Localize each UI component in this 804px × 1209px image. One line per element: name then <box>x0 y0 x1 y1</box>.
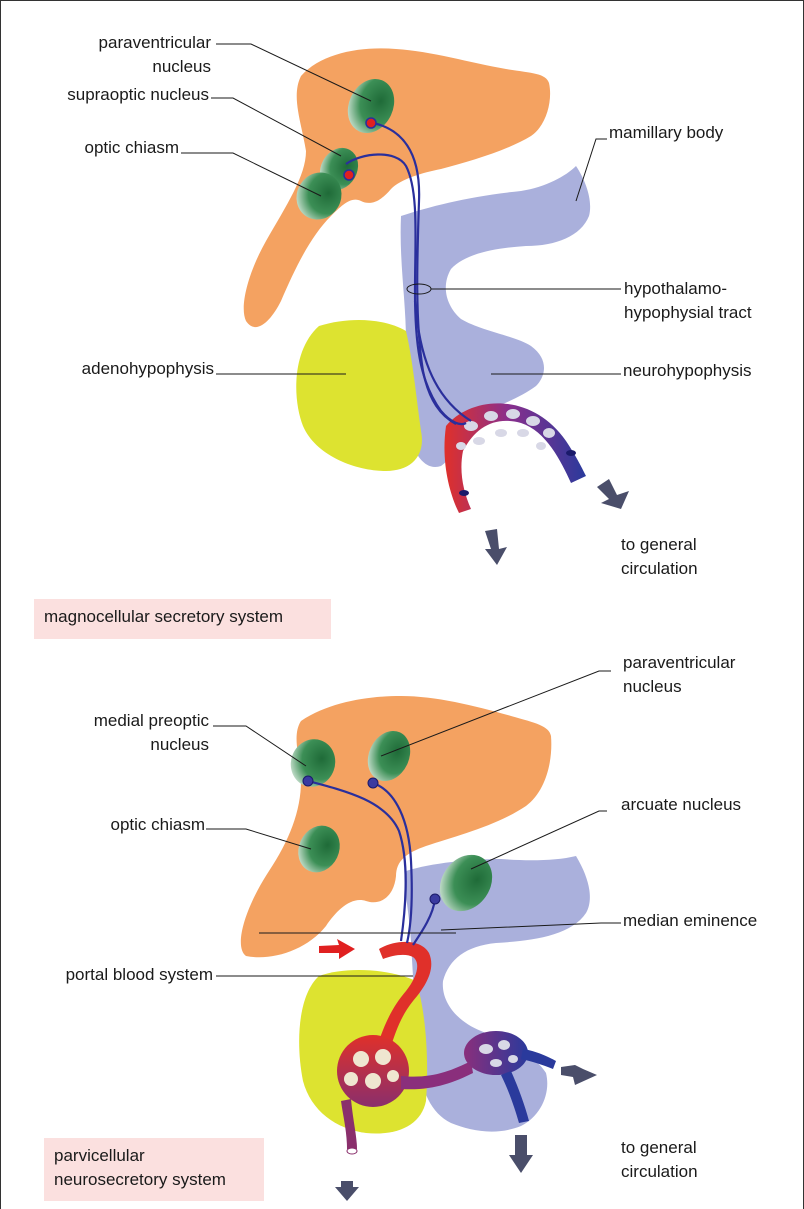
bottom-inflow-arrow <box>319 939 355 959</box>
top-hypothalamus-shape <box>244 48 550 327</box>
bottom-panel <box>206 671 621 1201</box>
label-bottom-medial-preoptic-nucleus: medial preoptic nucleus <box>41 709 209 757</box>
label-bottom-arcuate-nucleus: arcuate nucleus <box>621 793 741 817</box>
label-top-mamillary-body: mamillary body <box>609 121 723 145</box>
top-soma-paraventricular <box>366 118 376 128</box>
label-top-paraventricular-nucleus: paraventricular nucleus <box>61 31 211 79</box>
top-vessel-end-left <box>459 490 469 496</box>
label-top-hypothalamo-hypophysial-tract: hypothalamo- hypophysial tract <box>624 277 752 325</box>
bottom-soma-paraventricular <box>368 778 378 788</box>
label-top-neurohypophysis: neurohypophysis <box>623 359 752 383</box>
top-capillary-bed <box>444 403 586 513</box>
label-top-adenohypophysis: adenohypophysis <box>21 357 214 381</box>
top-panel <box>181 44 629 565</box>
bottom-soma-medial-preoptic <box>303 776 313 786</box>
label-bottom-paraventricular-nucleus: paraventricular nucleus <box>623 651 735 699</box>
label-bottom-optic-chiasm: optic chiasm <box>61 813 205 837</box>
caption-parvicellular: parvicellular neurosecretory system <box>44 1138 264 1201</box>
label-bottom-portal-blood-system: portal blood system <box>21 963 213 987</box>
label-top-supraoptic-nucleus: supraoptic nucleus <box>21 83 209 107</box>
label-top-general-circulation: to general circulation <box>621 533 698 581</box>
label-top-optic-chiasm: optic chiasm <box>61 136 179 160</box>
label-bottom-general-circulation: to general circulation <box>621 1136 698 1184</box>
bottom-left-capillaries <box>337 1035 409 1154</box>
caption-magnocellular: magnocellular secretory system <box>34 599 331 639</box>
label-bottom-median-eminence: median eminence <box>623 909 757 933</box>
top-outflow-arrows <box>485 479 629 565</box>
top-vessel-end-right <box>566 450 576 456</box>
top-soma-supraoptic <box>344 170 354 180</box>
top-adenohypophysis-shape <box>296 320 422 471</box>
bottom-soma-arcuate <box>430 894 440 904</box>
